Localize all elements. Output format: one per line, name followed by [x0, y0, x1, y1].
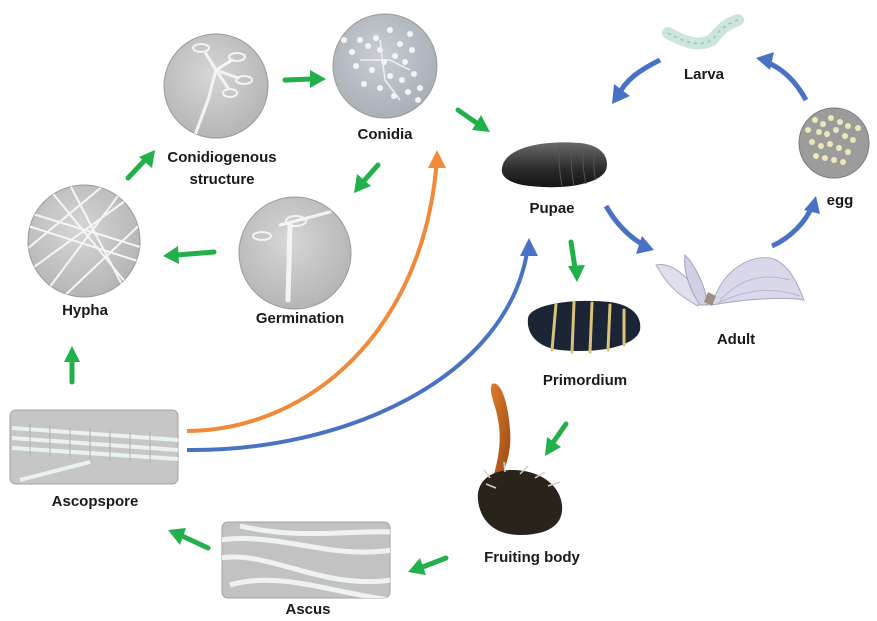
conidiogenous-label-line2: structure [189, 171, 254, 188]
egg-image [799, 108, 869, 178]
hypha-micrograph [20, 180, 150, 300]
primordium-image [528, 301, 640, 352]
ascospore-to-pupae-arrow [187, 238, 538, 450]
fruiting-body-label: Fruiting body [484, 549, 580, 566]
ascus-to-ascospore-arrow [168, 528, 208, 548]
pupae-to-primordium-arrow [568, 242, 585, 282]
pupa-image [502, 142, 607, 187]
ascospore-to-hypha-arrow [64, 346, 80, 382]
pupae-to-adult-arrow [606, 206, 654, 254]
pupae-label: Pupae [529, 200, 574, 217]
ascospore-label: Ascopspore [52, 493, 139, 510]
larva-to-pupae-arrow [612, 60, 660, 104]
fruiting-body-image [478, 383, 562, 535]
ascus-micrograph [220, 522, 392, 600]
fruiting-body-to-ascus-arrow [408, 558, 446, 575]
adult-label: Adult [717, 331, 755, 348]
egg-to-larva-arrow [756, 52, 806, 100]
ascus-label: Ascus [285, 601, 330, 618]
adult-moth-image [656, 255, 804, 306]
larva-image [668, 20, 738, 44]
larva-label: Larva [684, 66, 725, 83]
germination-micrograph [239, 197, 351, 309]
conidia-micrograph [333, 14, 437, 118]
conidia-to-germination-arrow [354, 165, 378, 193]
primordium-to-fruiting-body-arrow [545, 424, 566, 456]
conidiogenous-structure-micrograph [164, 34, 268, 138]
conidia-to-pupae-arrow [458, 110, 490, 132]
hypha-to-conidiogenous-arrow [128, 150, 155, 178]
primordium-label: Primordium [543, 372, 627, 389]
germination-to-hypha-arrow [163, 246, 214, 264]
conidiogenous-label-line1: Conidiogenous [167, 149, 276, 166]
germination-label: Germination [256, 310, 344, 327]
hypha-label: Hypha [62, 302, 109, 319]
ascospore-micrograph [10, 410, 178, 484]
conidia-label: Conidia [358, 126, 414, 143]
conidiogenous-to-conidia-arrow [285, 70, 326, 88]
adult-to-egg-arrow [772, 196, 820, 246]
egg-label: egg [827, 192, 854, 209]
